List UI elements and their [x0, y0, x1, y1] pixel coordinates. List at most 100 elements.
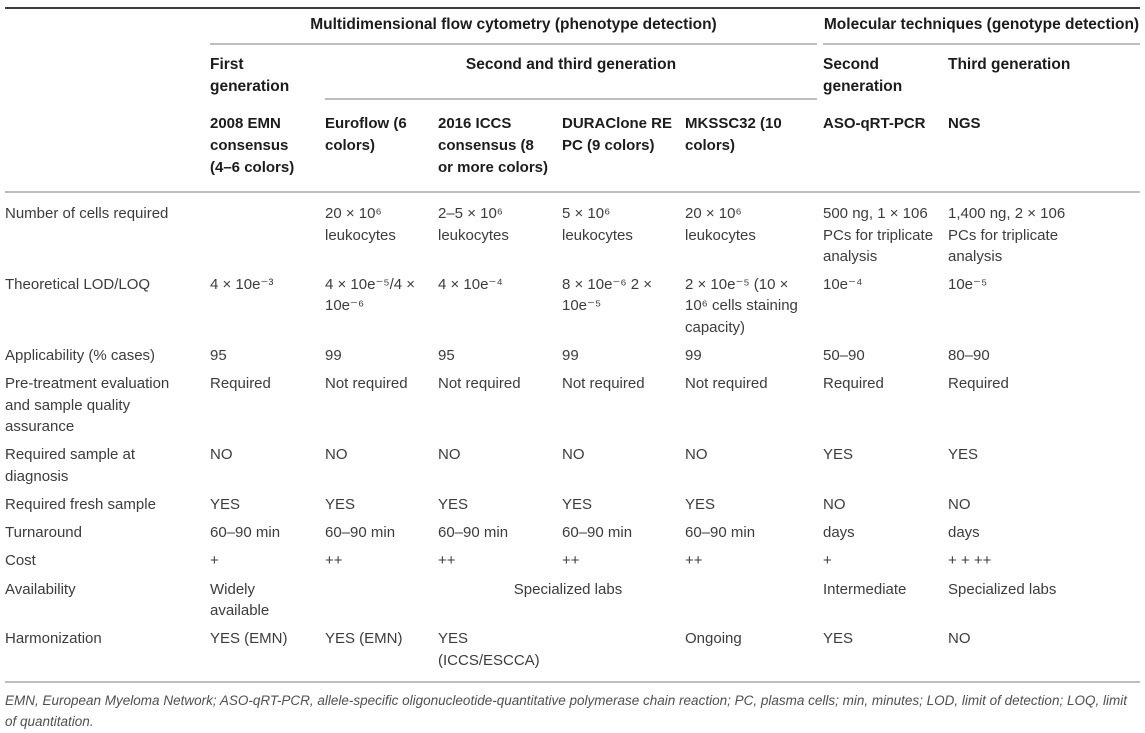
- table-cell: days: [823, 524, 855, 542]
- row-label: Availability: [5, 580, 76, 598]
- table-cell: 500 ng, 1 × 106 PCs for triplicate analy…: [823, 205, 934, 265]
- table-cell: Not required: [685, 375, 768, 393]
- column-header-spacer: [5, 100, 210, 191]
- table-cell: 4 × 10e⁻⁴: [438, 276, 503, 294]
- subheader-third-generation: Third generation: [948, 56, 1071, 73]
- table-cell: NO: [562, 446, 585, 464]
- table-cell: YES: [438, 495, 469, 513]
- table-cell: YES: [210, 495, 241, 513]
- table-cell: 95: [210, 347, 227, 365]
- table-row: Pre-treatment evaluation and sample qual…: [5, 367, 1140, 438]
- table-cell: 1,400 ng, 2 × 106 PCs for triplicate ana…: [948, 205, 1066, 265]
- table-cell: 20 × 10⁶ leukocytes: [325, 205, 396, 244]
- table-cell: Required: [210, 375, 271, 393]
- group-header-row: Multidimensional flow cytometry (phenoty…: [5, 9, 1140, 45]
- group-header-flow-cytometry: Multidimensional flow cytometry (phenoty…: [210, 9, 817, 45]
- row-label: Number of cells required: [5, 205, 169, 223]
- row-label: Theoretical LOD/LOQ: [5, 276, 151, 294]
- table-cell: 50–90: [823, 347, 865, 365]
- table-cell: 2–5 × 10⁶ leukocytes: [438, 205, 509, 244]
- subheader-second-generation: Second generation: [823, 56, 903, 95]
- column-header-euroflow: Euroflow (6 colors): [325, 115, 407, 154]
- table-cell: NO: [325, 446, 348, 464]
- table-cell: Not required: [438, 375, 521, 393]
- row-label: Applicability (% cases): [5, 347, 156, 365]
- table-row: Number of cells required 20 × 10⁶ leukocy…: [5, 193, 1140, 268]
- table-cell: ++: [562, 552, 580, 570]
- table-cell: +: [823, 552, 832, 570]
- group-header-molecular: Molecular techniques (genotype detection…: [823, 9, 1140, 45]
- table-cell: 4 × 10e⁻³: [210, 276, 274, 294]
- table-cell: 10e⁻⁴: [823, 276, 863, 294]
- subheader-second-third-generation: Second and third generation: [325, 45, 817, 100]
- table-cell: YES (EMN): [325, 630, 403, 648]
- table-cell: ++: [685, 552, 703, 570]
- table-cell: Required: [823, 375, 884, 393]
- table-cell: 2 × 10e⁻⁵ (10 × 10⁶ cells staining capac…: [685, 276, 798, 336]
- group-header-spacer: [5, 9, 210, 45]
- table-cell: YES: [823, 446, 854, 464]
- table-cell: YES: [823, 630, 854, 648]
- table-cell: YES (ICCS/ESCCA): [438, 630, 540, 669]
- table-cell: 5 × 10⁶ leukocytes: [562, 205, 633, 244]
- table-cell: YES: [562, 495, 593, 513]
- row-label: Pre-treatment evaluation and sample qual…: [5, 375, 170, 435]
- table-cell: [562, 622, 685, 672]
- table-cell: days: [948, 524, 980, 542]
- table-cell: 80–90: [948, 347, 990, 365]
- table-cell: NO: [210, 446, 233, 464]
- table-cell: Specialized labs: [948, 580, 1057, 598]
- column-header-ngs: NGS: [948, 115, 981, 132]
- table-row: Cost+++++++++++ + ++: [5, 544, 1140, 572]
- row-label: Harmonization: [5, 630, 102, 648]
- column-header-2016-iccs: 2016 ICCS consensus (8 or more colors): [438, 115, 549, 176]
- subheader-first-generation: First generation: [210, 56, 290, 95]
- table-cell: YES: [948, 446, 979, 464]
- table-cell: Not required: [562, 375, 645, 393]
- table-row: Required sample at diagnosis NO NO NO NO NO YE…: [5, 438, 1140, 488]
- table-cell: NO: [948, 495, 971, 513]
- column-header-2008-emn: 2008 EMN consensus (4–6 colors): [210, 115, 295, 176]
- table-row: Theoretical LOD/LOQ 4 × 10e⁻³ 4 × 10e⁻⁵/4 …: [5, 268, 1140, 339]
- table-cell: 8 × 10e⁻⁶ 2 × 10e⁻⁵: [562, 276, 652, 315]
- table-cell: + + ++: [948, 552, 992, 570]
- table-cell: 4 × 10e⁻⁵/4 × 10e⁻⁶: [325, 276, 416, 315]
- table-cell: 60–90 min: [325, 524, 396, 542]
- table-cell: [210, 193, 325, 268]
- table-cell: Specialized labs: [513, 580, 623, 598]
- row-label: Turnaround: [5, 524, 82, 542]
- table-cell: 60–90 min: [438, 524, 509, 542]
- row-label: Cost: [5, 552, 36, 570]
- table-cell: NO: [823, 495, 846, 513]
- table-cell: NO: [685, 446, 708, 464]
- table-cell: 10e⁻⁵: [948, 276, 988, 294]
- table-cell: 20 × 10⁶ leukocytes: [685, 205, 756, 244]
- table-cell: 60–90 min: [685, 524, 756, 542]
- table-row: Harmonization YES (EMN) YES (EMN) YES (ICCS…: [5, 622, 1140, 672]
- table-cell: ++: [325, 552, 343, 570]
- row-label: Required sample at diagnosis: [5, 446, 136, 485]
- table-cell: Not required: [325, 375, 408, 393]
- table-cell: ++: [438, 552, 456, 570]
- table-cell: YES: [325, 495, 356, 513]
- table-cell: YES (EMN): [210, 630, 288, 648]
- table-cell: 99: [562, 347, 579, 365]
- header-body-divider-rule: [5, 191, 1140, 194]
- table-cell: 95: [438, 347, 455, 365]
- table-cell: Widely available: [210, 580, 270, 619]
- table-body: Number of cells required 20 × 10⁶ leukocy…: [5, 193, 1140, 672]
- generation-header-spacer: [5, 45, 210, 100]
- table-cell: NO: [438, 446, 461, 464]
- table-cell: +: [210, 552, 219, 570]
- table-cell: 99: [325, 347, 342, 365]
- table-row: Availability Widely available Specialized …: [5, 573, 1140, 623]
- table-cell: YES: [685, 495, 716, 513]
- column-header-mksrc32: MKSSC32 (10 colors): [685, 115, 782, 154]
- table-cell: Intermediate: [823, 580, 907, 598]
- column-header-duraclone: DURAClone RE PC (9 colors): [562, 115, 673, 154]
- column-header-row: 2008 EMN consensus (4–6 colors) Euroflow…: [5, 100, 1140, 191]
- generation-header-row: First generation Second and third genera…: [5, 45, 1140, 100]
- table-cell: Required: [948, 375, 1009, 393]
- table-cell: 60–90 min: [562, 524, 633, 542]
